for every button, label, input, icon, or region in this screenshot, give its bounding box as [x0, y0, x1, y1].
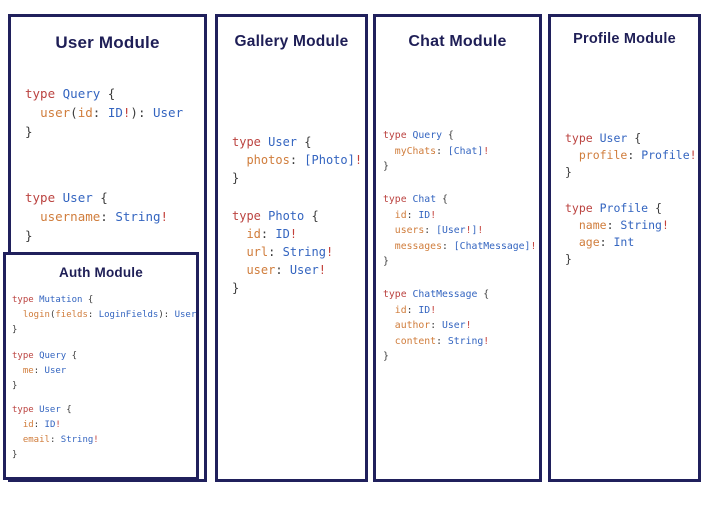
code-line: type Query { [383, 130, 454, 141]
code-line: } [12, 450, 18, 460]
code-line: email: String! [22, 435, 99, 445]
code-line: users: [User!]! [394, 225, 484, 236]
code-line: profile: Profile! [578, 148, 697, 162]
user-type-code-block: type User { username: String!} [25, 188, 168, 245]
code-line: } [383, 161, 389, 172]
profile-type-code-block: type Profile { name: String! age: Int} [565, 200, 669, 268]
code-line: login(fields: LoginFields): User [22, 310, 197, 320]
code-line: name: String! [578, 218, 669, 232]
auth-module-panel: Auth Module type Mutation { login(fields… [3, 252, 199, 480]
code-line: } [232, 171, 240, 185]
code-line: myChats: [Chat]! [394, 145, 490, 157]
profile-module-panel: Profile Module type User { profile: Prof… [548, 14, 701, 482]
code-line: } [232, 281, 240, 295]
code-line: } [383, 256, 389, 267]
code-line: content: String! [394, 335, 490, 347]
code-line: } [565, 165, 572, 179]
chat-module-panel: Chat Module type Query { myChats: [Chat]… [373, 14, 542, 482]
code-line: type Query { [12, 351, 78, 361]
gallery-module-panel: Gallery Module type User { photos: [Phot… [215, 14, 368, 482]
code-line: messages: [ChatMessage]! [394, 240, 537, 252]
code-line: type Query { [25, 86, 116, 101]
auth-user-code-block: type User { id: ID! email: String!} [12, 403, 99, 463]
code-line: } [12, 381, 18, 391]
code-line: me: User [22, 366, 67, 376]
auth-query-code-block: type Query { me: User} [12, 349, 77, 394]
code-line: type User { [232, 135, 312, 149]
code-line: type User { [565, 131, 642, 145]
chat-query-code-block: type Query { myChats: [Chat]!} [383, 128, 489, 175]
code-line: type Profile { [565, 201, 662, 215]
code-line: user: User! [246, 263, 326, 277]
code-line: id: ID! [246, 227, 298, 241]
code-line: type Chat { [383, 194, 448, 205]
auth-mutation-code-block: type Mutation { login(fields: LoginField… [12, 293, 196, 338]
code-line: } [383, 351, 389, 362]
code-line: } [565, 252, 572, 266]
code-line: type Mutation { [12, 295, 94, 305]
gallery-module-title: Gallery Module [234, 33, 349, 50]
profile-module-title: Profile Module [573, 31, 676, 47]
gallery-user-code-block: type User { photos: [Photo]!} [232, 133, 362, 187]
code-line: photos: [Photo]! [246, 153, 363, 167]
code-line: } [25, 228, 33, 243]
code-line: type User { [25, 190, 108, 205]
code-line: username: String! [40, 209, 169, 224]
auth-module-title: Auth Module [59, 265, 143, 280]
code-line: id: ID! [394, 304, 437, 316]
chat-module-title: Chat Module [408, 33, 507, 50]
user-module-title: User Module [55, 33, 160, 52]
code-line: user(id: ID!): User [40, 105, 184, 120]
code-line: type User { [12, 405, 72, 415]
user-query-code-block: type Query { user(id: ID!): User} [25, 84, 183, 141]
code-line: type Photo { [232, 209, 319, 223]
code-line: } [12, 325, 18, 335]
code-line: author: User! [394, 320, 472, 331]
code-line: id: ID! [394, 209, 437, 221]
chat-type-code-block: type Chat { id: ID! users: [User!]! mess… [383, 192, 536, 270]
chat-message-code-block: type ChatMessage { id: ID! author: User!… [383, 287, 489, 365]
code-line: } [25, 124, 33, 139]
code-line: type ChatMessage { [383, 289, 490, 300]
code-line: url: String! [246, 245, 334, 259]
code-line: id: ID! [22, 420, 61, 430]
gallery-photo-code-block: type Photo { id: ID! url: String! user: … [232, 207, 333, 297]
code-line: age: Int [578, 235, 635, 249]
profile-user-code-block: type User { profile: Profile!} [565, 130, 697, 181]
